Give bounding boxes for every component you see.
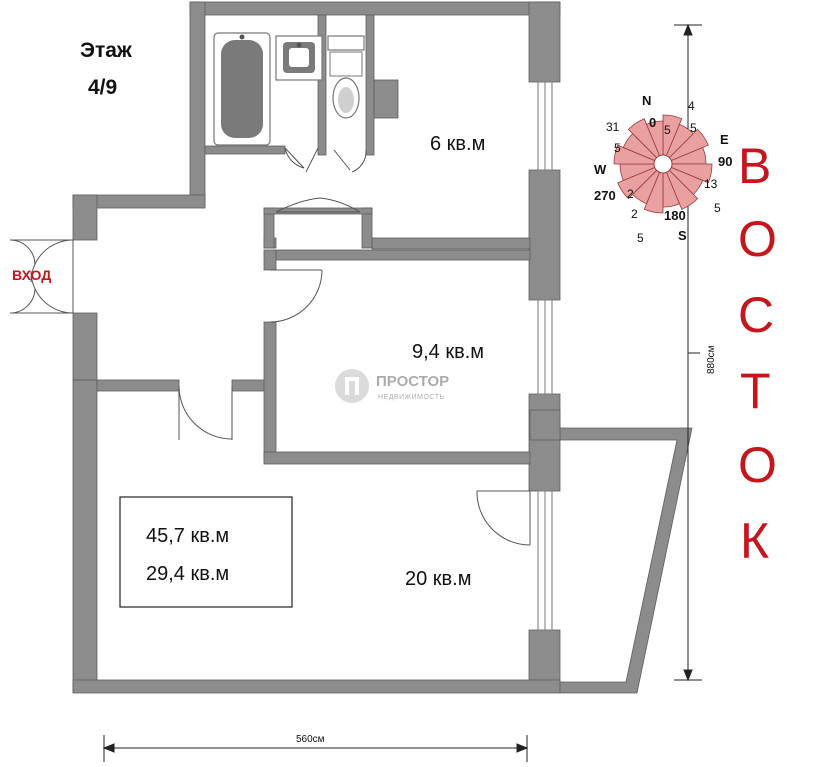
compass-sector xyxy=(662,163,699,210)
toilet-tank-lid xyxy=(329,51,363,77)
compass-sector xyxy=(627,118,664,165)
bath-partition xyxy=(317,14,327,156)
watermark-brand: ПРОСТОР xyxy=(376,373,449,390)
walls xyxy=(72,1,693,694)
bathtub-basin xyxy=(221,40,263,138)
bedroom-door xyxy=(269,269,323,323)
compass-minor-7: 2 xyxy=(631,207,638,221)
right-wall-mid xyxy=(528,169,561,301)
height-dimension: 880см xyxy=(706,345,717,374)
entrance-label: ВХОД xyxy=(12,267,51,283)
right-wall-lower xyxy=(528,393,561,492)
windows xyxy=(537,81,553,631)
living-room-area: 20 кв.м xyxy=(405,568,471,590)
bedroom-left-wall-top xyxy=(263,249,277,271)
compass-east-label: E xyxy=(720,132,729,147)
compass-minor-4: 13 xyxy=(704,177,718,191)
compass-sector xyxy=(645,120,664,165)
compass-minor-3: 5 xyxy=(664,123,671,137)
orientation-label: В О С Т О К xyxy=(738,138,777,569)
kitchen-area: 6 кв.м xyxy=(430,133,485,155)
compass-north-degree: 0 xyxy=(649,115,656,130)
hall-bottom-wall xyxy=(96,379,180,392)
top-wall xyxy=(189,1,561,16)
compass-minor-2: 5 xyxy=(690,121,697,135)
toilet-seat xyxy=(338,87,354,113)
compass-sector xyxy=(617,163,664,200)
compass-east-degree: 90 xyxy=(718,154,732,169)
bedroom-area: 9,4 кв.м xyxy=(412,341,484,363)
living-area: 29,4 кв.м xyxy=(146,563,229,585)
total-area: 45,7 кв.м xyxy=(146,525,229,547)
sink-faucet xyxy=(296,42,302,48)
width-dimension: 560см xyxy=(296,734,325,745)
compass-west-degree: 270 xyxy=(594,188,616,203)
balcony-door xyxy=(476,490,531,546)
area-summary-box xyxy=(119,496,293,608)
living-door xyxy=(178,385,233,440)
compass-minor-8: 2 xyxy=(627,187,634,201)
orientation-letter-1: В xyxy=(738,138,771,194)
orientation-letter-5: О xyxy=(738,437,777,493)
balcony-wall xyxy=(559,427,693,694)
orientation-letter-2: О xyxy=(738,211,777,267)
entrance-door xyxy=(9,239,74,314)
entrance-wall-bottom xyxy=(72,312,98,381)
bedroom-left-wall xyxy=(263,321,277,463)
doors xyxy=(9,147,531,546)
kitchen-arch xyxy=(275,197,361,213)
bottom-wall xyxy=(72,679,561,694)
compass-south-label: S xyxy=(678,228,687,243)
balcony-left-stub xyxy=(529,409,561,441)
kitchen-bottom-wall xyxy=(371,237,531,250)
compass-south-degree: 180 xyxy=(664,208,686,223)
bathroom-doors xyxy=(284,147,367,173)
orientation-letter-6: К xyxy=(740,513,769,569)
bathroom-fixtures xyxy=(213,32,365,146)
watermark: ПРОСТОР НЕДВИЖИМОСТЬ xyxy=(335,369,449,403)
compass-minor-10: 31 xyxy=(606,120,620,134)
right-wall-upper xyxy=(528,1,561,83)
entrance-wall-top xyxy=(72,194,98,241)
orientation-letter-3: С xyxy=(738,287,774,343)
upper-left-wall xyxy=(189,1,206,208)
floor-value: 4/9 xyxy=(88,76,117,99)
compass-minor-6: 5 xyxy=(637,231,644,245)
bedroom-top-wall xyxy=(275,249,531,261)
toilet-tank xyxy=(327,35,365,51)
compass-north-label: N xyxy=(642,93,651,108)
bath-bottom-wall xyxy=(204,145,286,155)
watermark-logo-icon xyxy=(335,369,369,403)
compass-sectors xyxy=(613,114,713,214)
bathtub-drain xyxy=(239,34,245,40)
compass-sector xyxy=(662,128,709,165)
bathroom-stub-top xyxy=(263,207,373,215)
compass-west-label: W xyxy=(594,162,607,177)
sink-inner xyxy=(289,48,309,67)
compass-minor-1: 4 xyxy=(688,99,695,113)
bedroom-bottom-wall xyxy=(263,451,531,465)
compass-minor-5: 5 xyxy=(714,201,721,215)
floor-label: Этаж xyxy=(80,39,133,62)
compass-center xyxy=(653,154,673,174)
compass: N 0 E 90 S 180 W 270 4 5 5 13 5 5 2 2 5 … xyxy=(594,93,732,245)
lower-left-wall xyxy=(72,379,98,693)
compass-minor-9: 5 xyxy=(614,141,621,155)
watermark-subtitle: НЕДВИЖИМОСТЬ xyxy=(378,394,445,401)
wc-stub xyxy=(373,79,399,119)
wc-right-wall xyxy=(365,14,375,156)
orientation-letter-4: Т xyxy=(740,363,771,419)
